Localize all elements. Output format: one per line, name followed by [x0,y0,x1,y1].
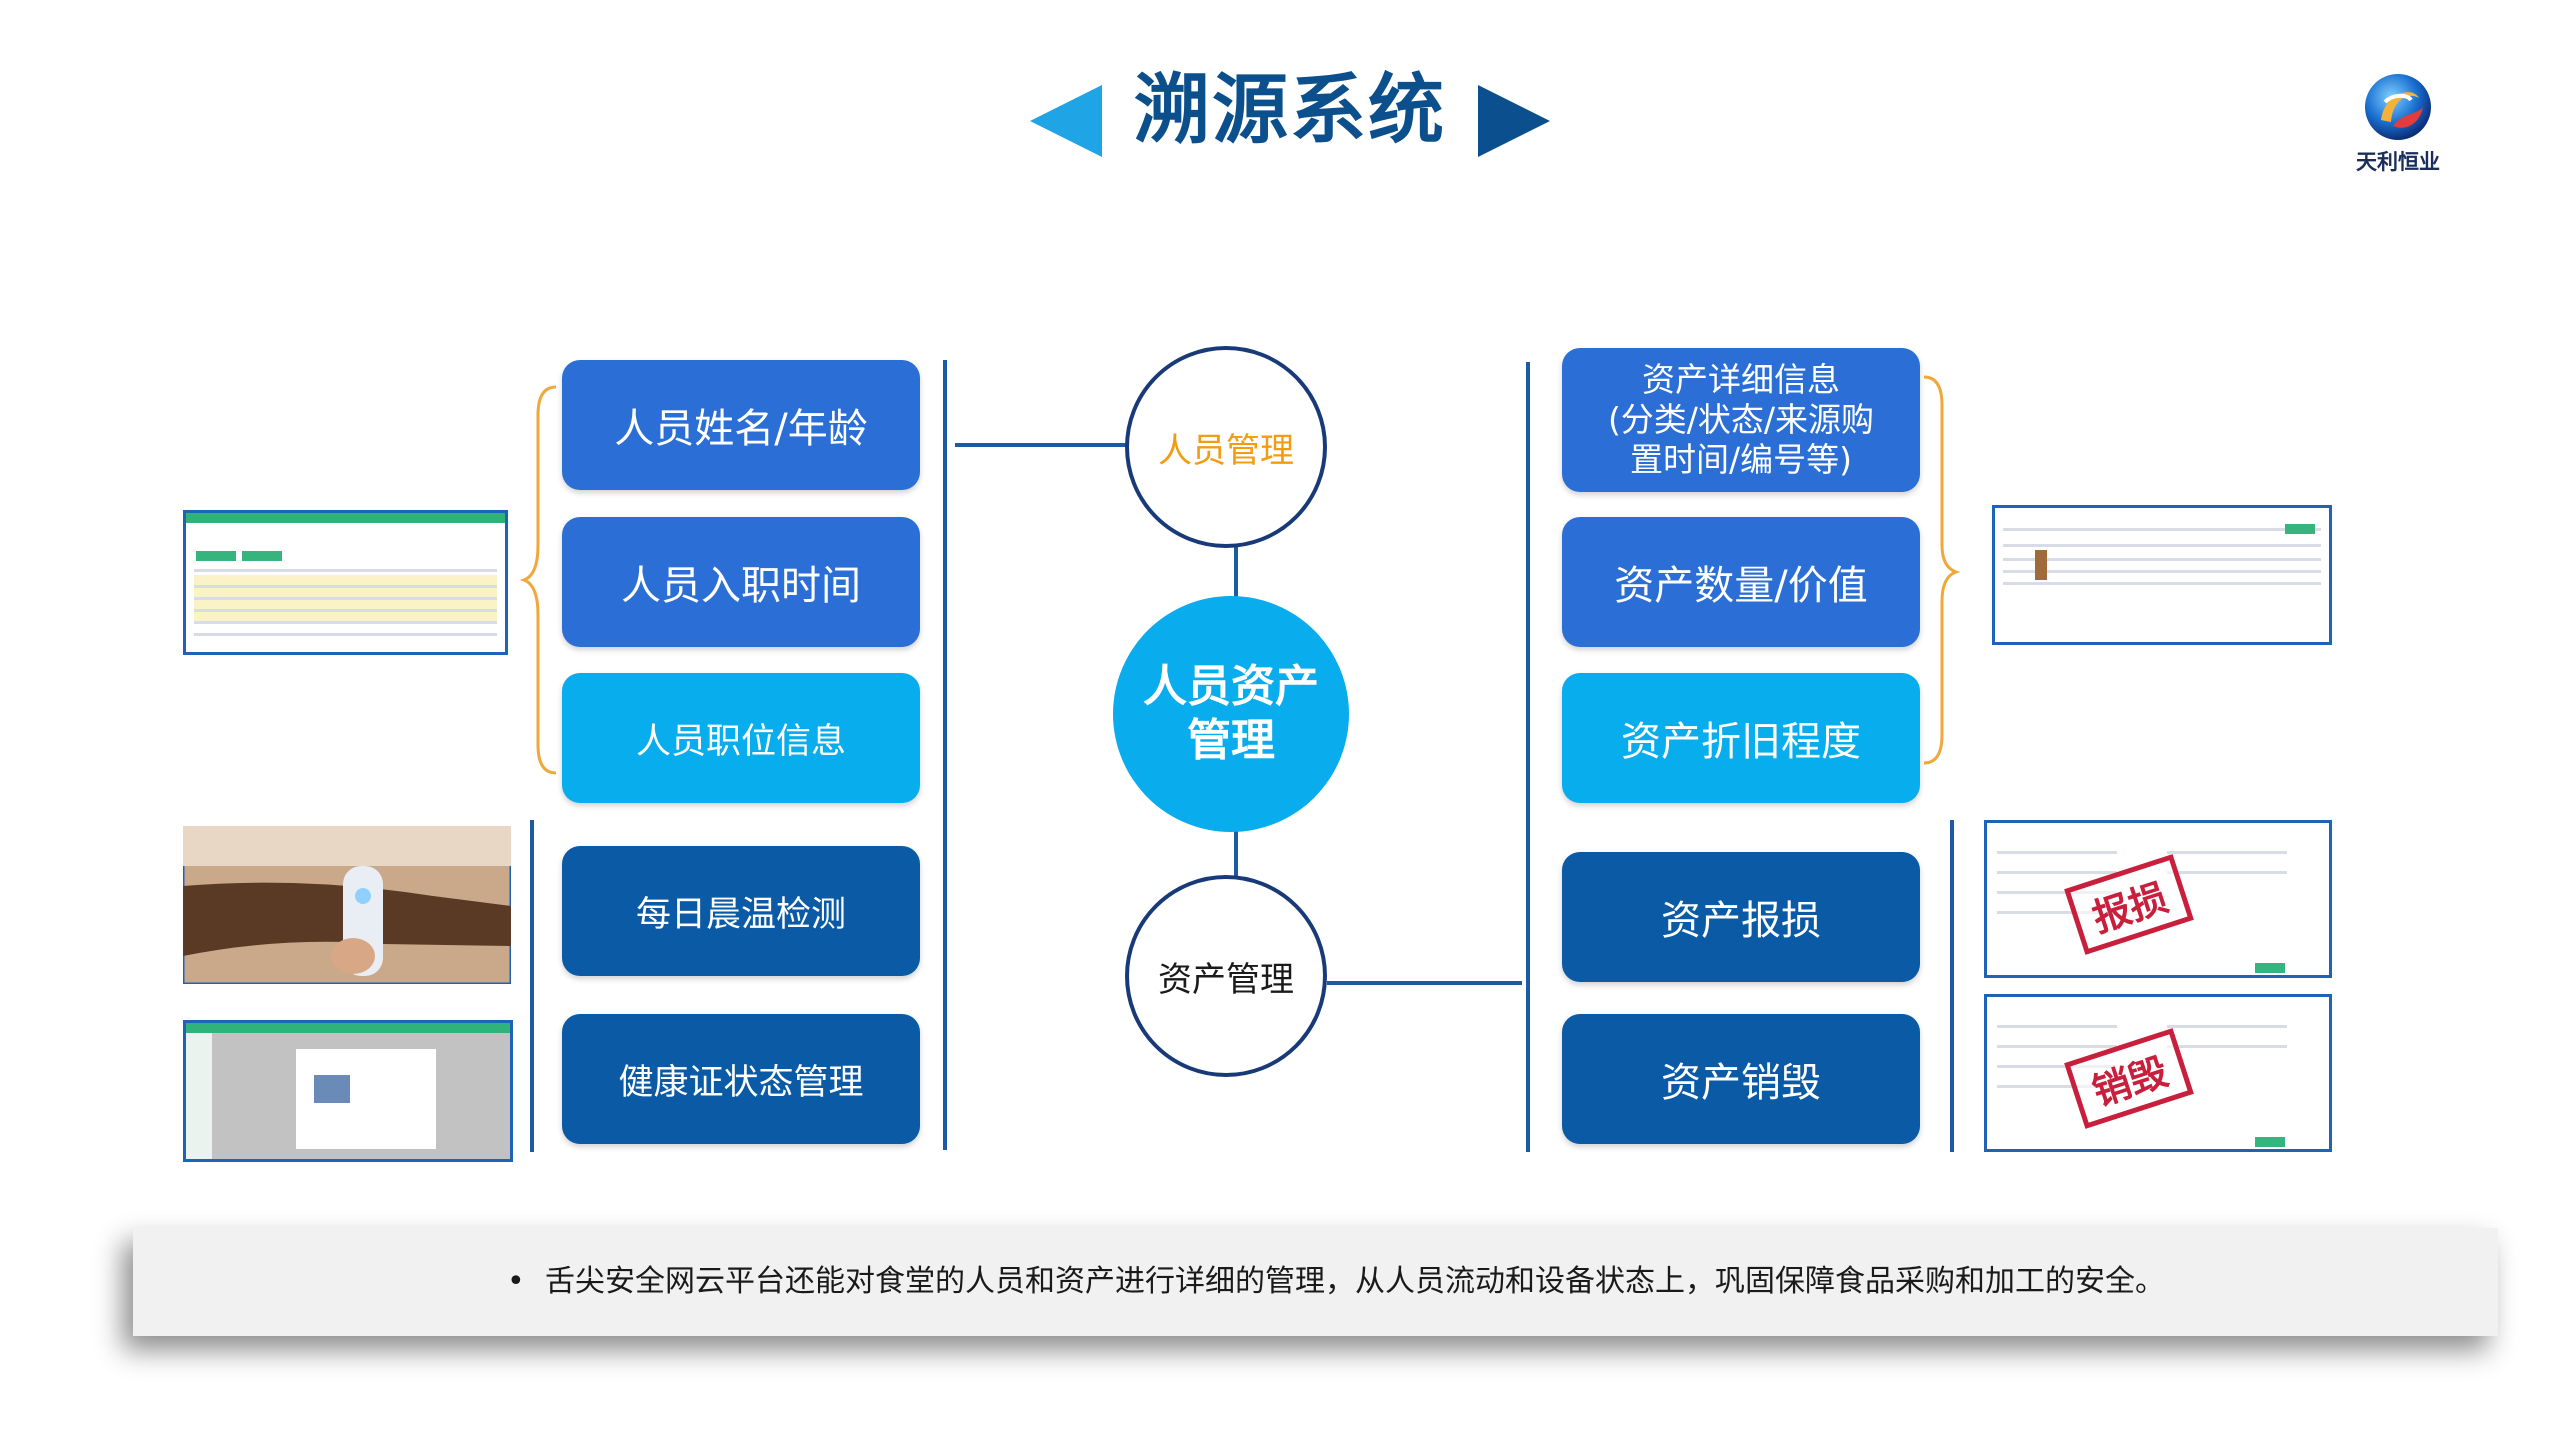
circle-main-label: 人员资产 管理 [1143,661,1319,766]
note-bullet: • [507,1264,525,1299]
box-morning-temp: 每日晨温检测 [562,846,920,976]
logo-text: 天利恒业 [2356,150,2440,174]
arrow-right-icon [1478,85,1550,157]
title-bar: 溯源系统 [0,55,2560,165]
box-staff-position: 人员职位信息 [562,673,920,803]
box-asset-details: 资产详细信息 (分类/状态/来源购 置时间/编号等) [1562,348,1920,492]
note-text: 舌尖安全网云平台还能对食堂的人员和资产进行详细的管理，从人员流动和设备状态上，巩… [545,1264,2165,1299]
right-divider [1526,362,1530,1152]
box-asset-loss: 资产报损 [1562,852,1920,982]
health-cert-screenshot [183,1020,513,1162]
box-staff-name-age: 人员姓名/年龄 [562,360,920,490]
circle-asset-label: 资产管理 [1158,959,1294,1000]
left-bracket [520,385,557,775]
staff-list-screenshot [183,510,508,655]
circle-staff-management: 人员管理 [1125,346,1327,548]
circle-asset-management: 资产管理 [1125,875,1327,1077]
connector-left [955,443,1127,447]
circle-staff-asset-management: 人员资产 管理 [1113,596,1349,832]
box-staff-hire-date: 人员入职时间 [562,517,920,647]
circle-staff-label: 人员管理 [1158,430,1294,471]
box-asset-quantity-value: 资产数量/价值 [1562,517,1920,647]
page-title: 溯源系统 [1134,65,1446,154]
connector-right [1327,981,1522,985]
connector-top [1234,546,1238,598]
box-health-cert: 健康证状态管理 [562,1014,920,1144]
box-asset-destroy: 资产销毁 [1562,1014,1920,1144]
left-short-divider [530,820,534,1152]
company-logo: 天利恒业 [2345,72,2445,182]
right-short-divider [1950,820,1954,1152]
left-divider [943,360,947,1150]
logo-icon [2365,74,2431,140]
arrow-left-icon [1030,85,1102,157]
box-asset-depreciation: 资产折旧程度 [1562,673,1920,803]
connector-bottom [1234,830,1238,878]
temperature-check-photo [183,826,511,984]
asset-list-screenshot [1992,505,2332,645]
summary-note: • 舌尖安全网云平台还能对食堂的人员和资产进行详细的管理，从人员流动和设备状态上… [133,1228,2498,1336]
right-bracket [1923,375,1960,765]
